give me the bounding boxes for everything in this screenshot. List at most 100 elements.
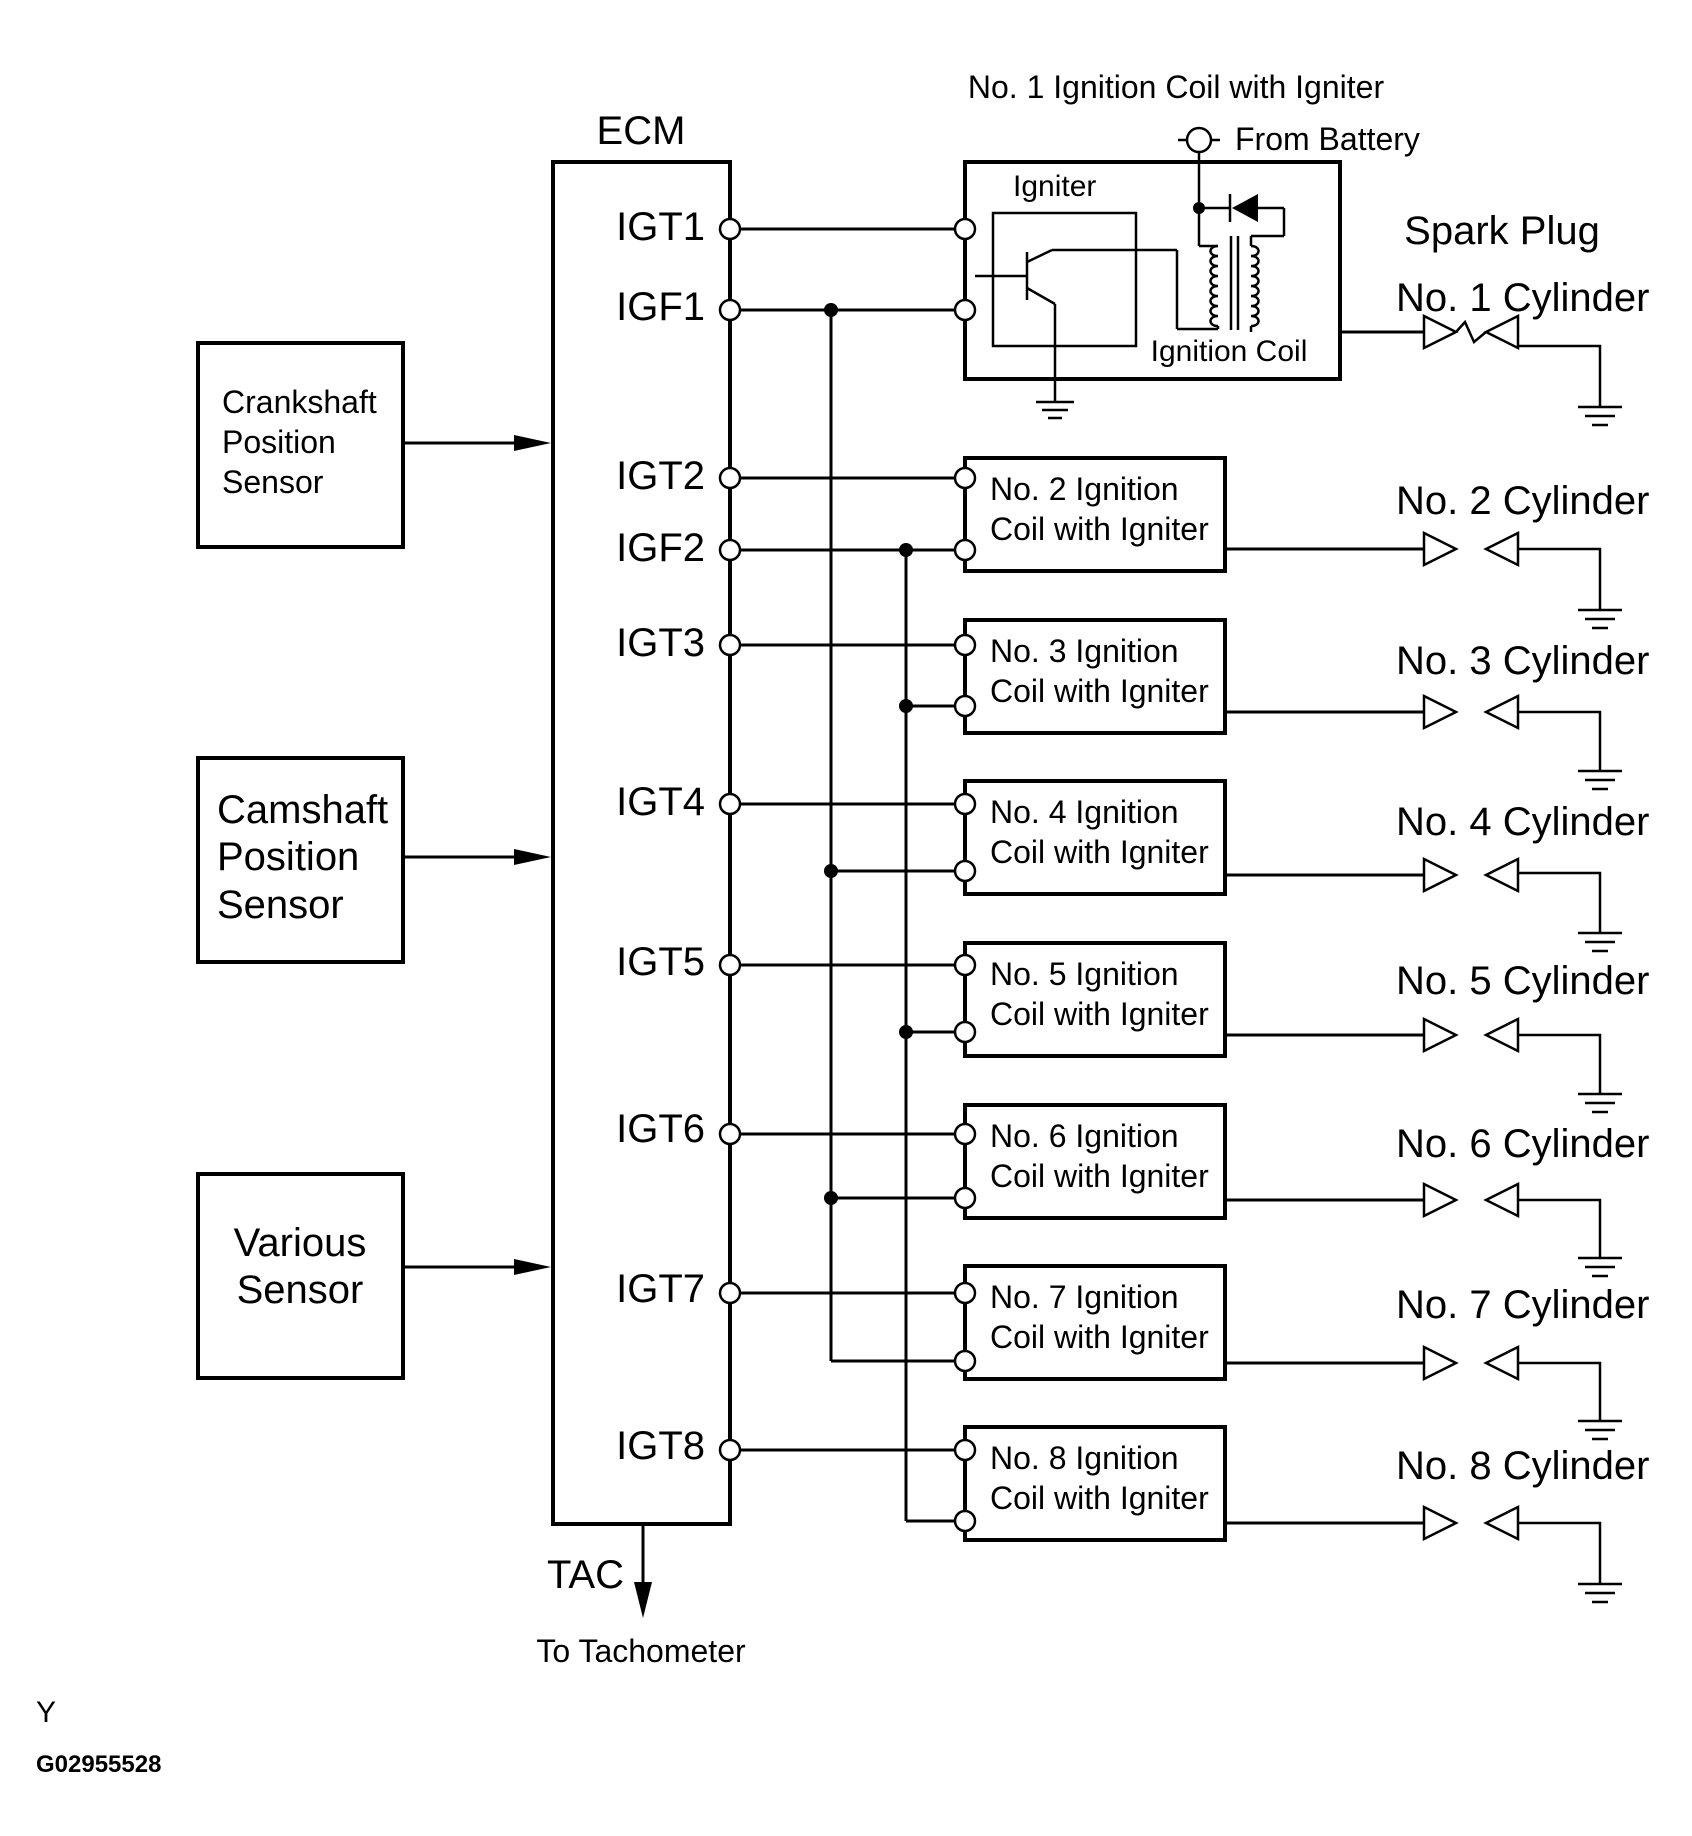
spark-plug-7-electrode-b [1483, 1344, 1520, 1382]
spark-plug-4: No. 4 Cylinder [1396, 800, 1649, 953]
coil5: No. 5 Ignition Coil with Igniter [963, 941, 1424, 1058]
spark-plug-7: No. 7 Cylinder [1396, 1283, 1649, 1441]
coil7-line1: No. 7 Ignition [990, 1279, 1179, 1315]
coil1-caption: No. 1 Ignition Coil with Igniter [968, 69, 1385, 105]
battery-terminal [1185, 126, 1213, 154]
various-sensor: Various Sensor [196, 1172, 551, 1380]
coil6: No. 6 Ignition Coil with Igniter [963, 1103, 1424, 1220]
ecm-pin-igf1 [718, 298, 742, 322]
igniter-box [991, 211, 1138, 348]
cylinder-8-label: No. 8 Cylinder [1396, 1444, 1649, 1488]
camshaft-sensor-line1: Camshaft [217, 788, 388, 832]
ecm-pin-igt8 [718, 1438, 742, 1462]
primary-winding [1209, 244, 1219, 328]
spark-plug-7-electrode-a [1422, 1344, 1459, 1382]
coil4-line1: No. 4 Ignition [990, 794, 1179, 830]
ecm-pin-igt1 [718, 217, 742, 241]
spark-plug-3-electrode-b [1483, 693, 1520, 731]
spark-plug-2-electrode-b [1483, 530, 1520, 568]
tac-caption: To Tachometer [536, 1633, 746, 1669]
ecm-terminal-igt6: IGT6 [616, 1107, 705, 1151]
crankshaft-position-sensor: Crankshaft Position Sensor [196, 341, 551, 549]
battery-label: From Battery [1235, 121, 1420, 157]
spark-plug-5: No. 5 Cylinder [1396, 959, 1649, 1114]
cylinder-6-label: No. 6 Cylinder [1396, 1122, 1649, 1166]
coil5-line1: No. 5 Ignition [990, 956, 1179, 992]
camshaft-signal-arrow [514, 849, 551, 865]
coil4-igf-terminal [953, 859, 977, 883]
tac-label: TAC [547, 1553, 624, 1597]
coil3-igt-terminal [953, 633, 977, 657]
spark-plug-1: No. 1 Cylinder [1396, 276, 1649, 427]
coil1-igt-terminal [953, 217, 977, 241]
coil3-line1: No. 3 Ignition [990, 633, 1179, 669]
ecm-pin-igt7 [718, 1281, 742, 1305]
cylinder-5-label: No. 5 Cylinder [1396, 959, 1649, 1003]
ecm-pin-igt4 [718, 792, 742, 816]
spark-plug-3-ground-wire [1518, 710, 1602, 771]
coil8-box [963, 1425, 1227, 1542]
spark-plug-4-electrode-b [1483, 856, 1520, 894]
camshaft-sensor-box [196, 756, 405, 964]
footer-code: G02955528 [36, 1751, 161, 1778]
terminals [718, 217, 977, 1533]
coil2-igt-terminal [953, 466, 977, 490]
coil1-igf-terminal [953, 298, 977, 322]
ecm-terminal-igt3: IGT3 [616, 621, 705, 665]
spark-plug-6-ground-wire [1518, 1198, 1602, 1258]
coil5-box [963, 941, 1227, 1058]
cylinder-2-label: No. 2 Cylinder [1396, 479, 1649, 523]
ecm-terminal-igf1: IGF1 [616, 285, 705, 329]
coil6-line1: No. 6 Ignition [990, 1118, 1179, 1154]
various-sensor-line2: Sensor [237, 1268, 364, 1312]
ecm-terminal-igf2: IGF2 [616, 526, 705, 570]
coil2-line1: No. 2 Ignition [990, 471, 1179, 507]
diode-triangle [1232, 194, 1258, 222]
spark-plug-3-electrode-a [1422, 693, 1459, 731]
ecm-terminal-igt2: IGT2 [616, 454, 705, 498]
ecm-terminal-igt7: IGT7 [616, 1267, 705, 1311]
coil7: No. 7 Ignition Coil with Igniter [963, 1264, 1424, 1381]
ecm-terminal-igt4: IGT4 [616, 780, 705, 824]
various-sensor-box [196, 1172, 405, 1380]
footer-letter: Y [36, 1696, 56, 1729]
ecm-terminal-igt8: IGT8 [616, 1424, 705, 1468]
coil3-igf-terminal [953, 694, 977, 718]
spark-plug-7-ground-wire [1518, 1361, 1602, 1421]
signal-wires [730, 227, 964, 1523]
spark-plug-1-ground-wire [1518, 344, 1602, 407]
ecm-pin-igt2 [718, 466, 742, 490]
crankshaft-sensor-box [196, 341, 405, 549]
spark-plug-6-electrode-b [1483, 1181, 1520, 1219]
various-sensor-line1: Various [234, 1221, 367, 1265]
coil3-box [963, 618, 1227, 735]
crankshaft-sensor-line2: Position [222, 424, 336, 460]
crankshaft-sensor-line1: Crankshaft [222, 384, 377, 420]
spark-plug-8-electrode-a [1422, 1504, 1459, 1542]
coil6-box [963, 1103, 1227, 1220]
coil4-line2: Coil with Igniter [990, 834, 1209, 870]
ecm-terminal-igt1: IGT1 [616, 205, 705, 249]
spark-plug-5-electrode-a [1422, 1016, 1459, 1054]
coil5-line2: Coil with Igniter [990, 996, 1209, 1032]
coil8-line2: Coil with Igniter [990, 1480, 1209, 1516]
ecm-box [551, 160, 732, 1526]
coil6-igf-terminal [953, 1186, 977, 1210]
coil7-line2: Coil with Igniter [990, 1319, 1209, 1355]
ecm-title: ECM [597, 109, 686, 153]
spark-plug-2: No. 2 Cylinder [1396, 479, 1649, 630]
coil1-block: No. 1 Ignition Coil with Igniter From Ba… [953, 69, 1424, 420]
spark-plug-8: No. 8 Cylinder [1396, 1444, 1649, 1604]
spark-plug-5-ground-wire [1518, 1033, 1602, 1094]
ecm-block: ECM IGT1 IGF1 IGT2 IGF2 IGT3 IGT4 IGT5 I… [536, 109, 746, 1669]
spark-plug-1-electrode-b [1483, 313, 1520, 351]
cylinder-3-label: No. 3 Cylinder [1396, 639, 1649, 683]
coil8-igt-terminal [953, 1438, 977, 1462]
ignition-coil-label: Ignition Coil [1151, 335, 1308, 368]
coil6-igt-terminal [953, 1122, 977, 1146]
camshaft-sensor-line2: Position [217, 835, 359, 879]
tac-arrow [634, 1582, 652, 1618]
coil4-igt-terminal [953, 792, 977, 816]
coil8-igf-terminal [953, 1509, 977, 1533]
spark-plug-title: Spark Plug [1404, 209, 1600, 253]
